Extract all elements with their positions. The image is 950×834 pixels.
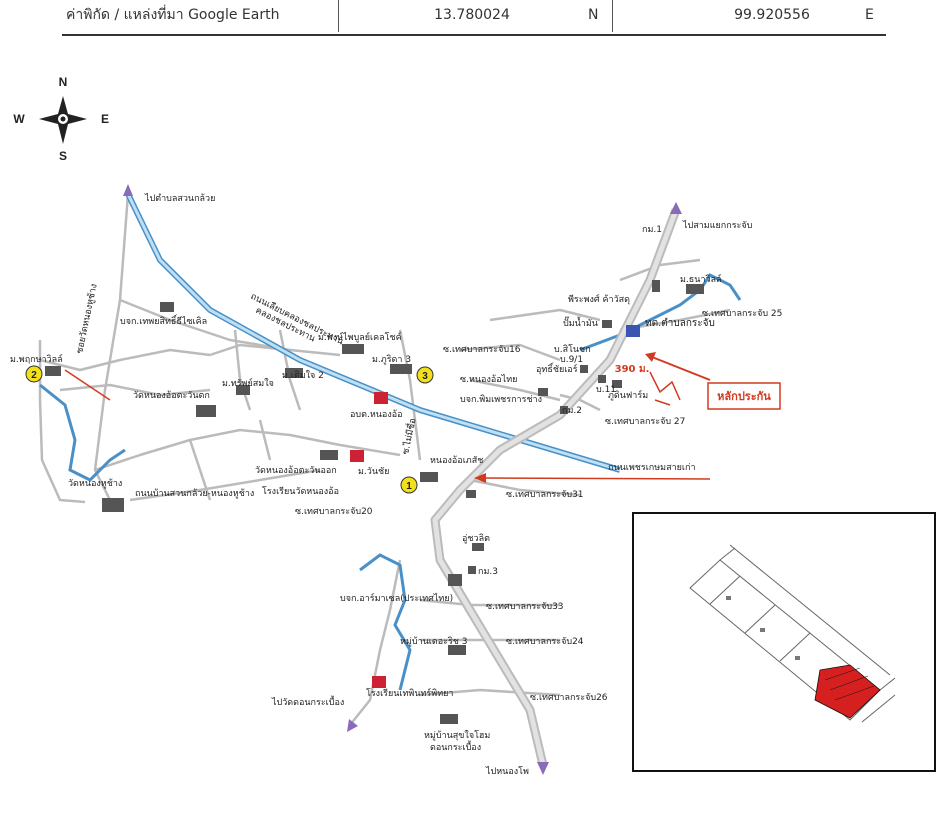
label-soi24: ซ.เทศบาลกระจับ24 bbox=[506, 637, 584, 647]
label-to-nong-pho: ไปหนองโพ bbox=[485, 766, 529, 777]
compass-east: E bbox=[101, 112, 109, 126]
numbered-markers: 2 3 1 bbox=[25, 365, 434, 494]
longitude-direction: E bbox=[865, 7, 874, 23]
label-wat-nongoi-tok: วัดหนองอ้อตะวันตก bbox=[133, 390, 210, 401]
label-school-thep: โรงเรียนเทพินทร์พิทยา bbox=[366, 687, 453, 699]
label-bjk-amarin: บจก.อาร์มาเซล(ประเทศไทย) bbox=[340, 592, 453, 604]
latitude-value: 13.780024 bbox=[434, 7, 510, 23]
label-hospital: หนองอ้อเภสัช bbox=[430, 455, 483, 466]
marker-1: 1 bbox=[406, 481, 412, 492]
label-m-kurita: ม.ภูริดา 3 bbox=[372, 354, 411, 365]
coordinate-label: ค่าพิกัด / แหล่งที่มา Google Earth bbox=[66, 7, 280, 23]
label-b91: บ.9/1 bbox=[560, 355, 583, 365]
irrigation-canal bbox=[125, 192, 621, 473]
label-soi-maimaa: ซ.ไม่มีชื่อ bbox=[398, 417, 418, 456]
label-soi25: ซ.เทศบาลกระจับ 25 bbox=[702, 309, 782, 319]
label-to-sam-yaek: ไปสามแยกกระจับ bbox=[682, 220, 753, 231]
collateral-plot bbox=[814, 664, 881, 719]
label-m-thanaphong: ม.ทรัพย์สมใจ bbox=[222, 377, 274, 389]
label-km3: กม.3 bbox=[478, 567, 498, 577]
divider bbox=[612, 0, 613, 32]
collateral-arrows bbox=[64, 352, 711, 483]
coordinate-header: ค่าพิกัด / แหล่งที่มา Google Earth 13.78… bbox=[62, 0, 886, 36]
label-village3: หมู่บ้านเดอะริช 3 bbox=[400, 636, 467, 647]
label-soi27: ซ.เทศบาลกระจับ 27 bbox=[605, 417, 685, 427]
collateral-label: หลักประกัน bbox=[717, 390, 771, 403]
map-labels: ไปตำบลสวนกล้วย ไปสามแยกกระจับ กม.1 ถนนเล… bbox=[10, 193, 782, 777]
compass-south: S bbox=[59, 149, 67, 163]
plot-sketch bbox=[649, 371, 681, 406]
compass-north: N bbox=[59, 75, 68, 89]
label-soi-wat: ซอยวัดหนองหูช้าง bbox=[74, 283, 100, 355]
divider bbox=[338, 0, 339, 32]
label-school-nongoi: โรงเรียนวัดหนองอ้อ bbox=[262, 486, 339, 497]
label-soi31: ซ.เทศบาลกระจับ31 bbox=[506, 490, 584, 500]
label-road-suan: ถนนบ้านสวนกล้วย-หนองหูช้าง bbox=[135, 488, 254, 499]
longitude-value: 99.920556 bbox=[734, 7, 810, 23]
label-bhudin: ภูดินฟาร์ม bbox=[608, 389, 648, 401]
distance-label: 390 ม. bbox=[615, 364, 650, 375]
label-don-krabueang: ดอนกระเบื้อง bbox=[430, 740, 481, 753]
label-uaesuan: อู่ชวลิต bbox=[462, 533, 490, 544]
label-phiraphong: พีระพงศ์ ค้าวัสดุ bbox=[568, 293, 630, 305]
inset-plot-diagram bbox=[632, 512, 936, 772]
building-icons bbox=[45, 280, 704, 724]
label-soi-nongoi: ซ.หนองอ้อไทย bbox=[460, 374, 517, 385]
stream-south bbox=[359, 553, 412, 691]
label-soi33: ซ.เทศบาลกระจับ33 bbox=[486, 602, 564, 612]
label-soi16: ซ.เทศบาลกระจับ16 bbox=[443, 345, 521, 355]
label-m-thanawilat: ม.ธนาวิลล์ bbox=[680, 273, 722, 285]
label-km2: กม.2 bbox=[562, 406, 582, 416]
minor-roads bbox=[38, 193, 731, 726]
label-bjk-print: บจก.พิมเพชรการช่าง bbox=[460, 394, 542, 405]
label-village-suk: หมู่บ้านสุขใจโฮม bbox=[424, 730, 490, 741]
label-phetkasem: ถนนเพชรเกษมสายเก่า bbox=[608, 463, 696, 473]
label-m-pruksa: ม.พฤกษาวิลล์ bbox=[10, 353, 63, 365]
label-b-siriphot: บ.สิโนชก bbox=[554, 344, 591, 355]
collateral-box bbox=[707, 382, 781, 410]
latitude-direction: N bbox=[588, 7, 599, 23]
label-m-phongphaibun: ม.พงษ์ไพบูลย์เคลโชค์ bbox=[318, 331, 402, 343]
label-abt: อบต.หนองอ้อ bbox=[350, 409, 403, 420]
location-map: N S E W bbox=[10, 75, 936, 777]
label-pump: ปั๊มน้ำมัน bbox=[563, 316, 598, 329]
label-tessaban: ทต.ตำบลกระจับ bbox=[645, 318, 715, 329]
label-uthai: อุทธิ์ชัยเอร์ bbox=[536, 362, 578, 375]
label-soi20: ซ.เทศบาลกระจับ20 bbox=[295, 507, 373, 517]
label-wat-nongoi-ok: วัดหนองอ้อตะวันออก bbox=[255, 465, 337, 476]
label-to-suan-kluai: ไปตำบลสวนกล้วย bbox=[144, 193, 215, 204]
compass-rose: N S E W bbox=[13, 75, 109, 163]
label-btp: บจก.เทพยสิทธิ์ธีไซเคิล bbox=[120, 314, 207, 327]
label-soi26: ซ.เทศบาลกระจับ26 bbox=[530, 693, 608, 703]
marker-2: 2 bbox=[31, 370, 37, 381]
label-b11: บ.11 bbox=[596, 385, 616, 395]
compass-west: W bbox=[13, 112, 25, 126]
label-to-wat-don: ไปวัดดอนกระเบื้อง bbox=[271, 695, 344, 708]
label-m-wanchai: ม.วันชัย bbox=[358, 467, 389, 477]
label-km1: กม.1 bbox=[642, 225, 662, 235]
stream-west bbox=[39, 383, 126, 482]
irrigation-canal-fill bbox=[126, 193, 621, 472]
marker-3: 3 bbox=[422, 371, 428, 382]
label-m-chalernjai: ม.เติมใจ 2 bbox=[282, 370, 324, 381]
direction-arrows bbox=[123, 184, 682, 775]
label-wat-nonghuchang: วัดหนองหูช้าง bbox=[68, 478, 122, 489]
main-highway-inner bbox=[432, 209, 679, 766]
